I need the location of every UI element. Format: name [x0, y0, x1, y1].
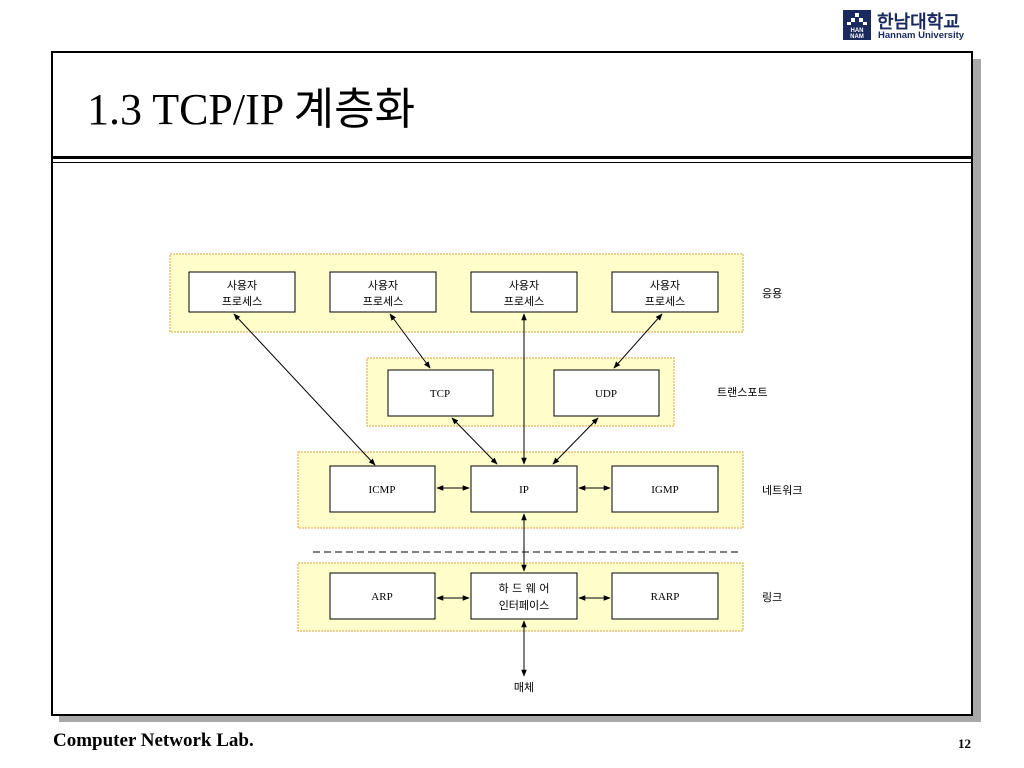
medium-label: 매체 [514, 681, 534, 694]
hardware-interface-line2: 인터페이스 [499, 599, 550, 612]
application-layer-label: 응용 [762, 287, 782, 300]
user-process-4-line1: 사용자 [650, 279, 680, 292]
user-process-3-line1: 사용자 [509, 279, 539, 292]
tcp-box: TCP [387, 369, 494, 417]
ip-box: IP [470, 465, 578, 513]
ip-label: IP [519, 484, 529, 496]
user-process-box-3: 사용자 프로세스 [470, 271, 578, 313]
arrow-tcp-ip [451, 417, 498, 465]
arrow-process4-udp [613, 313, 663, 369]
logo-mark-text-han: HAN [851, 28, 864, 34]
logo-name-english: Hannam University [878, 30, 965, 41]
hardware-interface-line1: 하 드 웨 어 [499, 581, 550, 595]
page-number: 12 [958, 736, 971, 751]
logo-mark-text-nam: NAM [850, 34, 864, 40]
transport-layer-label: 트랜스포트 [717, 386, 768, 399]
igmp-box: IGMP [611, 465, 719, 513]
network-layer-label: 네트워크 [762, 484, 802, 497]
icmp-label: ICMP [369, 484, 396, 496]
footer-lab-name: Computer Network Lab. [53, 730, 254, 751]
user-process-box-2: 사용자 프로세스 [329, 271, 437, 313]
udp-label: UDP [595, 388, 617, 400]
user-process-1-line1: 사용자 [227, 279, 257, 292]
icmp-box: ICMP [329, 465, 436, 513]
igmp-label: IGMP [651, 484, 679, 496]
tcp-label: TCP [430, 388, 450, 400]
arrow-process1-icmp [233, 313, 376, 466]
arrow-udp-ip [552, 417, 599, 465]
rarp-label: RARP [651, 591, 680, 603]
hardware-interface-box: 하 드 웨 어 인터페이스 [470, 572, 578, 620]
udp-box: UDP [553, 369, 660, 417]
user-process-2-line2: 프로세스 [363, 295, 403, 308]
arp-box: ARP [329, 572, 436, 620]
hannam-logo-icon: HAN NAM [843, 10, 871, 40]
user-process-3-line2: 프로세스 [504, 295, 544, 308]
user-process-box-1: 사용자 프로세스 [188, 271, 296, 313]
rarp-box: RARP [611, 572, 719, 620]
title-rule-thin [53, 162, 971, 163]
user-process-2-line1: 사용자 [368, 279, 398, 292]
user-process-4-line2: 프로세스 [645, 295, 685, 308]
link-layer-label: 링크 [762, 591, 782, 604]
university-logo: HAN NAM 한남대학교 Hannam University [843, 8, 983, 44]
user-process-box-4: 사용자 프로세스 [611, 271, 719, 313]
arp-label: ARP [371, 591, 392, 603]
slide-title: 1.3 TCP/IP 계층화 [87, 85, 416, 134]
title-rule-thick [53, 156, 971, 159]
user-process-1-line2: 프로세스 [222, 295, 262, 308]
logo-name-korean: 한남대학교 [877, 12, 960, 33]
arrow-process2-tcp [389, 313, 431, 369]
